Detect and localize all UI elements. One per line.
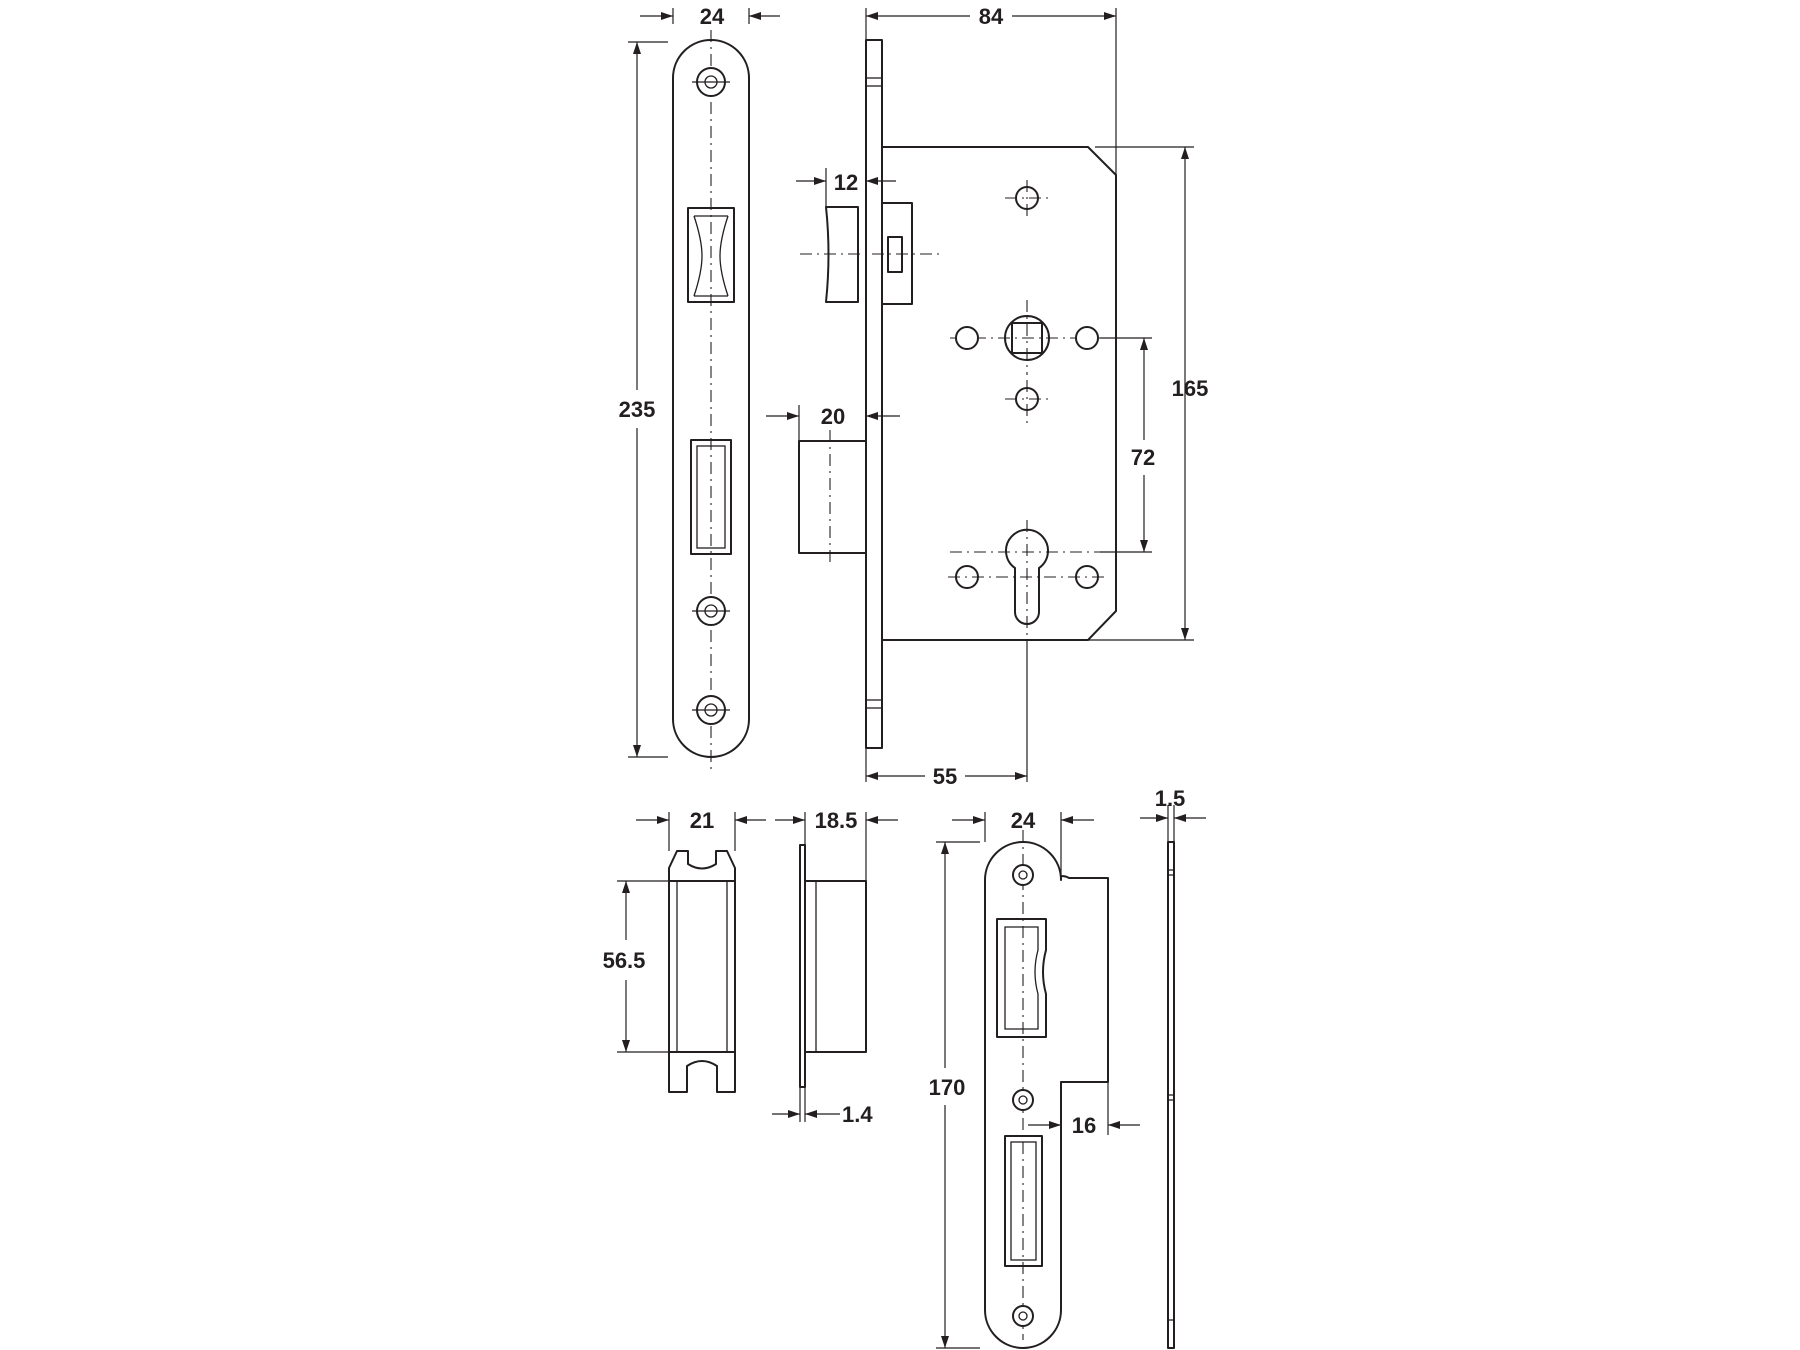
strike-latch-opening (996, 918, 1047, 1038)
label-keeper-thickness: 1.4 (842, 1102, 873, 1127)
label-strike-height: 170 (929, 1075, 966, 1100)
dim-strike-width: 24 (952, 808, 1094, 878)
dim-forend-width: 24 (640, 4, 780, 29)
strike-bolt-opening (1004, 1135, 1043, 1267)
strike-plate-side-view: 1.5 (1140, 786, 1206, 1349)
keeper-box-front-view: 21 56.5 (603, 808, 766, 1093)
label-keeper-depth: 18.5 (815, 808, 858, 833)
dim-keeper-depth: 18.5 (775, 808, 898, 881)
strike-screw-hole-bottom (1012, 1305, 1034, 1327)
dim-keeper-width: 21 (636, 808, 766, 851)
label-strike-width: 24 (1011, 808, 1036, 833)
dim-strike-lip: 16 (1028, 1082, 1140, 1138)
dim-keeper-thickness: 1.4 (772, 1087, 873, 1127)
label-keeper-width: 21 (690, 808, 714, 833)
forend-screw-hole-middle (692, 596, 730, 626)
dim-backset: 55 (865, 640, 1028, 789)
forend-bolt-opening (690, 439, 732, 555)
forend-latch-opening (687, 207, 735, 303)
dim-case-height: 165 (1085, 146, 1209, 641)
dim-strike-height: 170 (929, 841, 980, 1349)
forend-screw-hole-bottom (692, 695, 730, 725)
label-forend-height: 235 (619, 397, 656, 422)
label-forend-width: 24 (700, 4, 725, 29)
latch-bolt (800, 202, 940, 305)
dim-strike-thickness: 1.5 (1140, 786, 1206, 842)
lock-body-side-view: 84 12 20 165 (766, 4, 1208, 789)
dim-lock-depth: 84 (865, 4, 1117, 175)
cylinder-keyhole (948, 520, 1106, 640)
label-strike-lip: 16 (1072, 1113, 1096, 1138)
label-centre-distance: 72 (1131, 445, 1155, 470)
label-lock-depth: 84 (979, 4, 1004, 29)
dim-forend-height: 235 (619, 41, 668, 758)
label-latch-projection: 12 (834, 170, 858, 195)
forend-front-view: 24 235 (619, 4, 780, 770)
label-strike-thickness: 1.5 (1155, 786, 1186, 811)
spindle-follower (950, 300, 1105, 375)
dim-centre-distance: 72 (1100, 337, 1155, 553)
lock-case-outline (881, 146, 1117, 641)
label-bolt-projection: 20 (821, 404, 845, 429)
strike-screw-hole-middle (1012, 1089, 1034, 1111)
strike-screw-hole-top (1012, 864, 1034, 886)
forend-screw-hole-top (692, 67, 730, 97)
forend-side-profile (865, 39, 883, 749)
dim-keeper-height: 56.5 (603, 880, 669, 1053)
strike-plate-front-view: 24 170 16 (929, 808, 1140, 1349)
case-screw-hole-top (1005, 180, 1049, 216)
dim-bolt-projection: 20 (766, 404, 900, 441)
label-case-height: 165 (1172, 376, 1209, 401)
dim-latch-projection: 12 (796, 168, 896, 207)
dead-bolt (798, 430, 867, 565)
case-screw-hole-middle (1005, 380, 1049, 425)
label-keeper-height: 56.5 (603, 948, 646, 973)
label-backset: 55 (933, 764, 957, 789)
keeper-box-side-view: 18.5 1.4 (772, 808, 898, 1127)
